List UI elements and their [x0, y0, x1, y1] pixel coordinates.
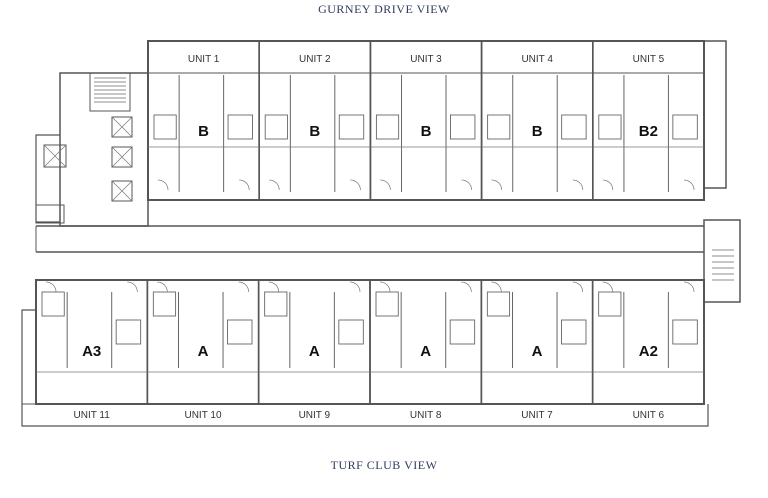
south-unit-4: UNIT 8 A [369, 280, 483, 421]
south-unit-type-label: A [420, 343, 431, 360]
north-unit-type-label: B [198, 123, 209, 140]
south-unit-3: UNIT 9 A [257, 280, 371, 421]
north-unit-3: UNIT 3 B [369, 41, 483, 200]
north-unit-label: UNIT 5 [633, 54, 665, 65]
south-block-outline [21, 279, 709, 427]
gurney-drive-view-label: GURNEY DRIVE VIEW [318, 2, 450, 16]
south-unit-type-label: A3 [82, 343, 101, 360]
north-unit-type-label: B2 [639, 123, 658, 140]
north-unit-1: UNIT 1 B [147, 41, 261, 200]
south-unit-type-label: A [198, 343, 209, 360]
north-unit-type-label: B [309, 123, 320, 140]
north-unit-label: UNIT 3 [410, 54, 442, 65]
north-unit-5: UNIT 5 B2 [591, 41, 705, 200]
north-unit-2: UNIT 2 B [258, 41, 372, 200]
south-unit-label: UNIT 10 [184, 410, 221, 421]
south-unit-label: UNIT 11 [74, 410, 111, 421]
south-unit-label: UNIT 6 [633, 410, 665, 421]
lift-shafts [43, 116, 133, 202]
south-unit-label: UNIT 8 [410, 410, 442, 421]
north-unit-label: UNIT 1 [188, 54, 220, 65]
north-units: UNIT 1 B UNIT 2 B UNIT 3 B UNIT 4 B UNIT 5 B2 [147, 41, 705, 200]
corridor [35, 225, 704, 253]
north-unit-label: UNIT 4 [521, 54, 553, 65]
turf-club-view-label: TURF CLUB VIEW [330, 458, 438, 472]
south-unit-2: UNIT 10 A [146, 280, 260, 421]
south-unit-1: UNIT 11 A3 [35, 280, 149, 421]
east-core [703, 219, 741, 303]
stair-treads [94, 77, 126, 103]
south-unit-label: UNIT 7 [521, 410, 553, 421]
west-core [35, 72, 149, 227]
north-unit-type-label: B [421, 123, 432, 140]
south-unit-6: UNIT 6 A2 [591, 280, 705, 421]
north-unit-label: UNIT 2 [299, 54, 331, 65]
north-unit-type-label: B [532, 123, 543, 140]
south-unit-type-label: A [532, 343, 543, 360]
north-unit-4: UNIT 4 B [480, 41, 594, 200]
south-unit-label: UNIT 9 [299, 410, 331, 421]
south-unit-type-label: A2 [639, 343, 658, 360]
south-unit-5: UNIT 7 A [480, 280, 594, 421]
south-unit-type-label: A [309, 343, 320, 360]
